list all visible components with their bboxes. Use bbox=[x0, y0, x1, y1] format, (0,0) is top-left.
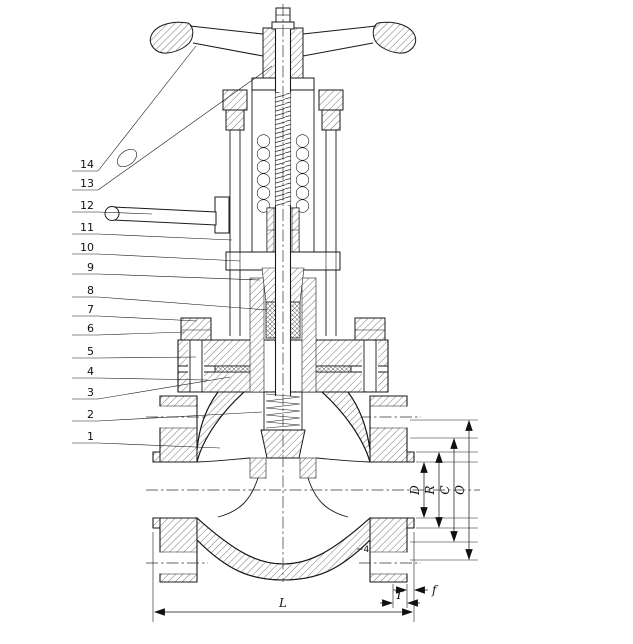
handwheel bbox=[149, 7, 417, 91]
eyebolt-nut bbox=[222, 89, 248, 111]
handwheel-rim bbox=[149, 21, 194, 54]
lever-knob bbox=[104, 206, 120, 221]
dim-label-T: T bbox=[395, 588, 404, 602]
seat-ring bbox=[249, 457, 267, 479]
yoke-leg bbox=[251, 90, 315, 252]
part-label-11: 11 bbox=[80, 221, 94, 234]
part-label-14: 14 bbox=[80, 158, 94, 171]
part-label-5: 5 bbox=[87, 345, 94, 358]
part-label-6: 6 bbox=[87, 322, 94, 335]
part-label-3: 3 bbox=[87, 386, 94, 399]
part-label-10: 10 bbox=[80, 241, 94, 254]
part-label-7: 7 bbox=[87, 303, 94, 316]
dim-label-C: C bbox=[438, 485, 452, 494]
part-label-12: 12 bbox=[80, 199, 94, 212]
part-label-8: 8 bbox=[87, 284, 94, 297]
part-label-2: 2 bbox=[87, 408, 94, 421]
dim-label-f: f bbox=[431, 583, 439, 597]
right-pipe-flange bbox=[359, 395, 421, 583]
bonnet-nut bbox=[180, 317, 212, 341]
part-label-4: 4 bbox=[87, 365, 94, 378]
valve-body bbox=[196, 391, 371, 581]
lever bbox=[104, 148, 230, 234]
dim-label-D: D bbox=[408, 485, 422, 496]
left-pipe-flange bbox=[146, 395, 208, 583]
stem-spring bbox=[256, 134, 310, 213]
bonnet-neck-wall bbox=[249, 277, 265, 393]
stuffing-box-assembly bbox=[222, 89, 344, 393]
dim-label-L: L bbox=[278, 596, 287, 610]
detail-ellipse bbox=[117, 148, 137, 168]
part-label-9: 9 bbox=[87, 261, 94, 274]
part-label-1: 1 bbox=[87, 430, 94, 443]
lever-bracket bbox=[214, 196, 230, 234]
gland-eyebolt bbox=[229, 130, 337, 336]
bonnet-stud bbox=[189, 318, 377, 392]
dim-label-O: O bbox=[453, 485, 467, 495]
dim-label-R: R bbox=[423, 485, 437, 495]
part-labels: 14 13 12 11 10 9 8 7 6 5 4 3 2 1 bbox=[72, 45, 273, 449]
dimensions: D R C O L f T ~4 bbox=[152, 419, 478, 622]
part-label-13: 13 bbox=[80, 177, 94, 190]
surface-note: ~4 bbox=[356, 545, 370, 555]
